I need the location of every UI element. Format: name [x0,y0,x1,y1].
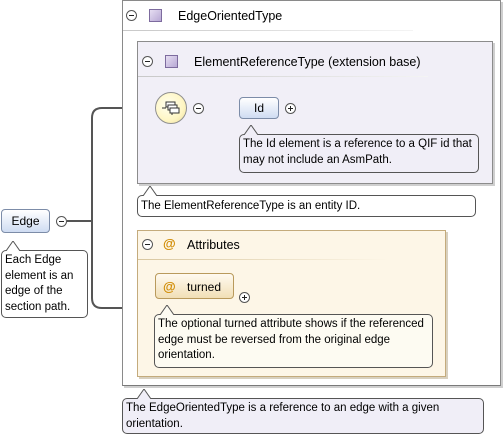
expand-turned-button[interactable] [239,292,250,303]
extension-annotation-pointer [143,186,157,196]
type-title: EdgeOrientedType [178,9,283,23]
extension-title: ElementReferenceType (extension base) [194,55,421,69]
turned-annotation: The optional turned attribute shows if t… [154,314,433,368]
edge-element-node[interactable]: Edge [1,209,50,233]
header-divider [123,30,413,31]
attributes-title: Attributes [187,238,240,252]
edge-element-label: Edge [11,214,40,228]
attributes-header-divider [138,259,388,260]
id-element-node[interactable]: Id [239,97,279,119]
expand-id-button[interactable] [285,103,296,114]
extension-annotation: The ElementReferenceType is an entity ID… [137,195,476,217]
turned-attribute-node[interactable] [155,273,234,299]
sequence-compositor[interactable] [155,92,187,124]
turned-attribute-label: turned [187,280,222,294]
id-element-label: Id [253,101,264,115]
id-annotation-pointer [244,125,258,135]
collapse-type-button[interactable] [126,10,137,21]
type-annotation: The EdgeOrientedType is a reference to a… [122,398,484,434]
complex-type-icon [149,9,162,22]
collapse-attributes-button[interactable] [142,239,153,250]
collapse-sequence-button[interactable] [193,103,204,114]
turned-annotation-pointer [160,305,174,315]
collapse-edge-button[interactable] [56,216,67,227]
extension-header-divider [138,76,428,77]
attribute-icon: @ [163,279,176,294]
id-annotation: The Id element is a reference to a QIF i… [239,134,479,173]
collapse-extension-button[interactable] [142,56,153,67]
edge-annotation: Each Edge element is an edge of the sect… [1,250,88,318]
sequence-icon [162,101,180,115]
edge-annotation-pointer [6,241,20,251]
extension-type-icon [165,55,178,68]
type-annotation-pointer [137,389,151,399]
attributes-icon: @ [163,236,176,251]
